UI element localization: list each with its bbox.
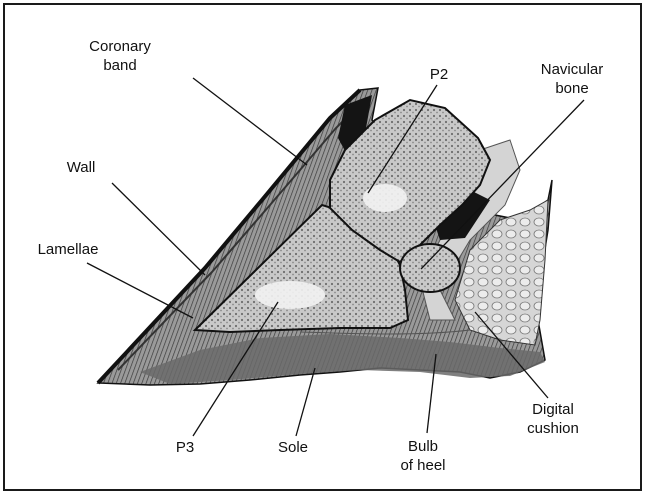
leader-wall [112, 183, 205, 275]
leader-sole [296, 368, 315, 436]
label-lamellae: Lamellae [18, 240, 118, 259]
label-p2: P2 [424, 65, 454, 84]
p3-marrow [255, 281, 325, 309]
label-coronary-band: Coronary band [80, 37, 160, 75]
label-digital-cushion: Digital cushion [513, 400, 593, 438]
label-sole: Sole [268, 438, 318, 457]
label-wall: Wall [56, 158, 106, 177]
navicular-bone-shape [400, 244, 460, 292]
leader-lamellae [87, 263, 193, 318]
label-bulb-of-heel: Bulb of heel [388, 437, 458, 475]
label-p3: P3 [170, 438, 200, 457]
leader-coronary-band [193, 78, 307, 165]
label-navicular-bone: Navicular bone [527, 60, 617, 98]
p2-marrow [363, 184, 407, 212]
